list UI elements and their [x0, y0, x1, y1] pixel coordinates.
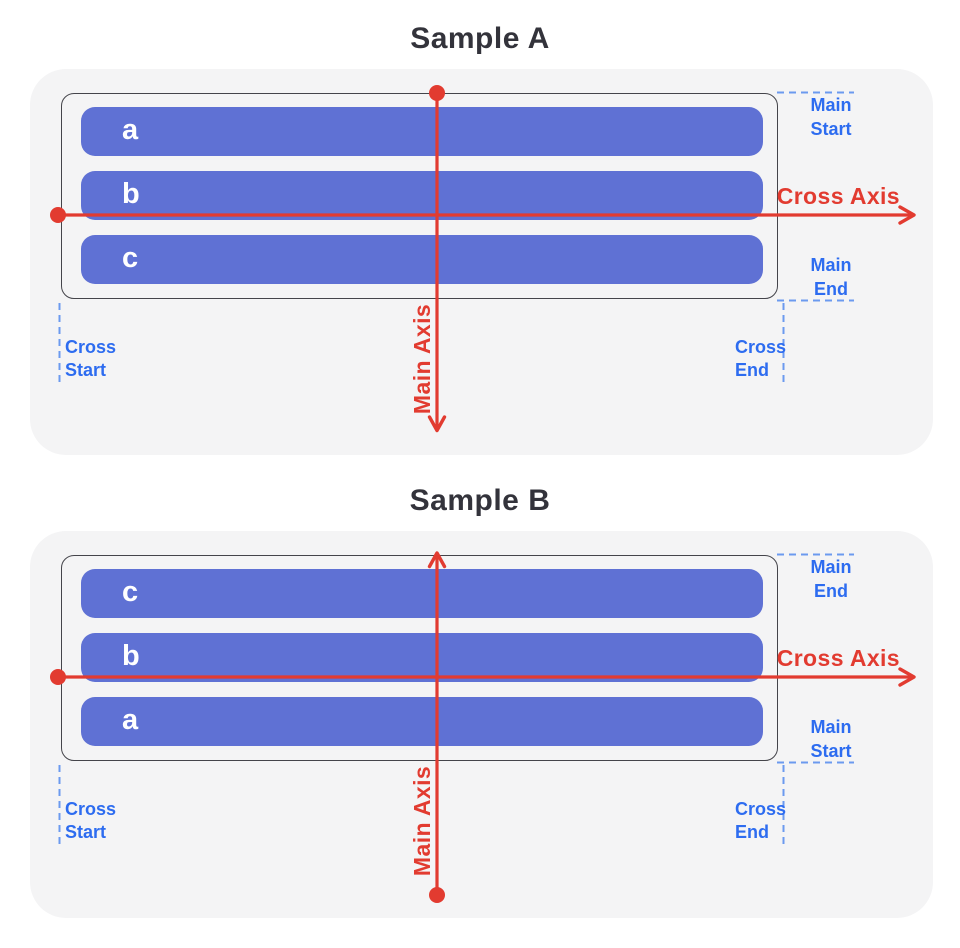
flex-item-label: a: [122, 113, 139, 146]
main-axis-origin-dot: [429, 887, 445, 903]
corner-label-line: Main: [810, 717, 852, 737]
cross-end-label: Cross End: [735, 336, 786, 382]
main-end-label: Main End: [776, 253, 886, 301]
cross-start-label: Cross Start: [65, 336, 116, 382]
corner-label-line: Cross: [65, 799, 117, 819]
flex-item-bar: b: [81, 633, 763, 682]
corner-label-line: End: [735, 822, 769, 842]
cross-axis-label: Cross Axis: [776, 183, 900, 209]
flex-item-bar: a: [81, 107, 763, 156]
flex-item-bar: c: [81, 235, 763, 284]
flex-container-outline: c b a: [61, 555, 778, 761]
corner-label-line: Start: [65, 822, 107, 842]
flex-item-bar: c: [81, 569, 763, 618]
sample-a-panel: a b c Cross Axis Main Axis Main Start Ma…: [30, 69, 933, 455]
flex-item-label: b: [122, 177, 140, 210]
corner-label-line: Main: [810, 255, 852, 275]
corner-label-line: Main: [810, 557, 852, 577]
main-axis-label: Main Axis: [409, 765, 435, 877]
flex-item-bar: b: [81, 171, 763, 220]
corner-label-line: Cross: [735, 799, 787, 819]
sample-b-title: Sample B: [409, 484, 551, 517]
corner-label-line: Cross: [65, 337, 117, 357]
sample-b-panel: c b a Cross Axis Main Axis Main End Main…: [30, 531, 933, 918]
flex-item-label: c: [122, 575, 139, 608]
corner-label-line: End: [814, 581, 848, 601]
corner-label-line: End: [735, 360, 769, 380]
main-start-label: Main Start: [776, 715, 886, 763]
cross-axis-label: Cross Axis: [776, 645, 900, 671]
corner-label-line: Start: [65, 360, 107, 380]
corner-label-line: End: [814, 279, 848, 299]
corner-label-line: Start: [810, 741, 852, 761]
main-end-label: Main End: [776, 555, 886, 603]
cross-axis-arrowhead: [898, 205, 916, 225]
flex-item-bar: a: [81, 697, 763, 746]
corner-label-line: Main: [810, 95, 852, 115]
main-axis-label: Main Axis: [409, 303, 435, 415]
flex-item-label: c: [122, 241, 139, 274]
corner-label-line: Start: [810, 119, 852, 139]
main-start-label: Main Start: [776, 93, 886, 141]
corner-label-line: Cross: [735, 337, 787, 357]
sample-a-title: Sample A: [410, 22, 550, 55]
cross-axis-arrowhead: [898, 667, 916, 687]
cross-end-label: Cross End: [735, 798, 786, 844]
cross-start-label: Cross Start: [65, 798, 116, 844]
flex-item-label: b: [122, 639, 140, 672]
flex-container-outline: a b c: [61, 93, 778, 299]
flex-item-label: a: [122, 703, 139, 736]
